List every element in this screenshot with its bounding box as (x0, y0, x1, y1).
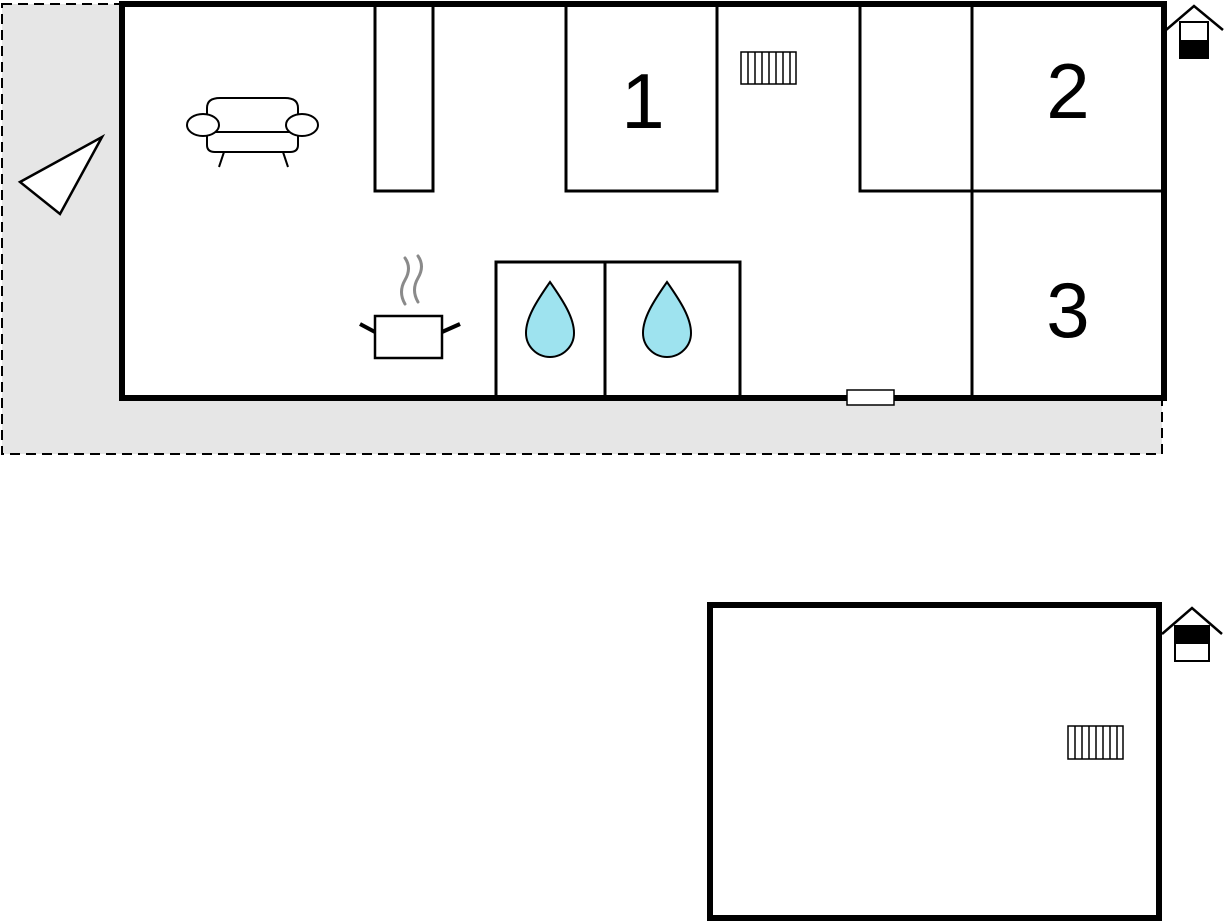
entrance-door (846, 389, 895, 406)
water-drop-icon (641, 280, 693, 358)
radiator-icon (1067, 725, 1124, 760)
house-floor-level-icon (1161, 606, 1223, 662)
radiator-icon (740, 51, 797, 85)
sofa-icon (186, 97, 319, 168)
room-label-3: 3 (1046, 266, 1089, 354)
water-drop-icon (524, 280, 576, 358)
house-floor-level-icon (1165, 4, 1224, 59)
room-label-2: 2 (1046, 47, 1089, 135)
terrace-direction-icon (17, 133, 106, 216)
room-label-1: 1 (621, 57, 664, 145)
cooking-pot-icon (359, 254, 461, 360)
annex-outline (707, 602, 1162, 921)
interior-walls (373, 2, 1162, 400)
